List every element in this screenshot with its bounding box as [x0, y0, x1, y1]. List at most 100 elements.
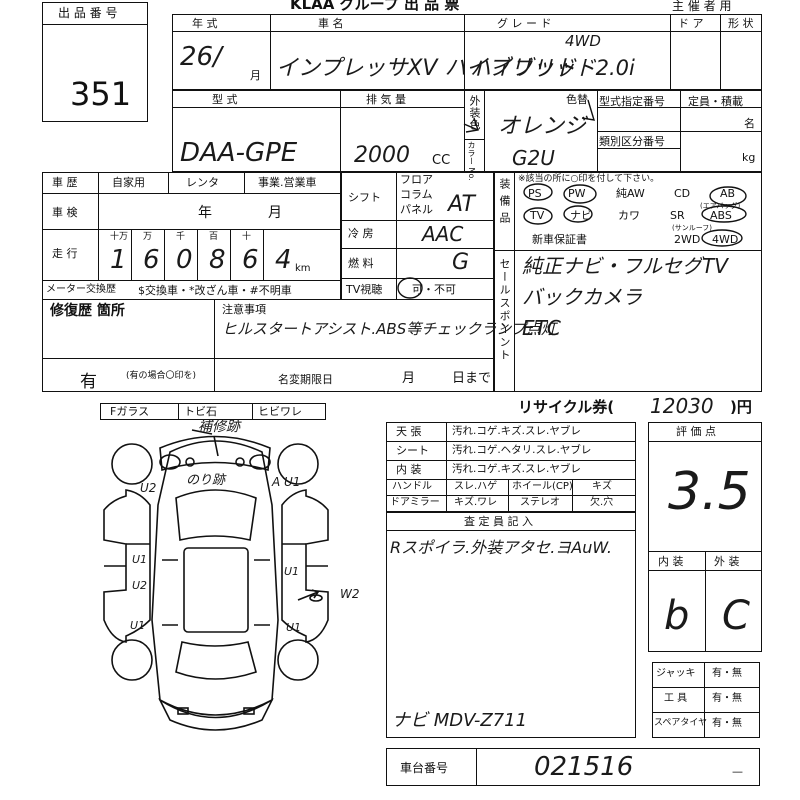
spec-hline-1	[340, 220, 494, 221]
glass-option-chip: トビ石	[184, 405, 217, 418]
fuel-value: G	[452, 250, 470, 275]
tools-label: 工 具	[664, 693, 688, 704]
tools-line-2	[652, 712, 760, 713]
vline-7	[484, 90, 485, 172]
lot-number: 351	[70, 75, 132, 113]
inspector-block	[386, 512, 636, 738]
color-code: G2U	[512, 146, 555, 170]
model-value: DAA-GPE	[180, 138, 298, 168]
meter-options: $交換車・*改ざん車・#不明車	[138, 284, 292, 297]
recycle-amount: 12030	[650, 394, 714, 418]
exterior-label: 外 装	[714, 555, 740, 568]
w2-note: W2	[340, 587, 360, 601]
cond-vline-4	[572, 479, 573, 512]
glass-row	[100, 403, 326, 420]
equipment-item: PW	[568, 187, 586, 200]
door-u1: U1	[284, 565, 300, 578]
sunroof-sub: (サンルーフ)	[672, 224, 713, 232]
mileage-digit: 1	[110, 245, 127, 275]
chassis-row	[386, 748, 760, 786]
auction-title: KLAA グループ 出 品 票	[290, 0, 460, 13]
inspector-label: 査 定 員 記 入	[464, 515, 533, 528]
equipment-block	[494, 172, 762, 392]
equipment-item: 純AW	[616, 187, 645, 200]
recycle-unit: )円	[730, 398, 752, 416]
grade-value: ハイブリッド2.0i	[470, 56, 635, 80]
digit-divider	[164, 229, 165, 280]
cond-vline	[446, 422, 447, 480]
lot-label: 出 品 番 号	[58, 6, 118, 20]
mirror-value: キズ.ワレ	[454, 497, 498, 508]
interior-label: 内 装	[658, 555, 684, 568]
glass-label: Fガラス	[110, 405, 150, 418]
jack-option: 有・無	[712, 668, 742, 679]
navi-model: ナビ MDV-Z711	[392, 710, 528, 731]
vehicle-header-line	[172, 31, 762, 32]
digit-label: 万	[143, 232, 153, 242]
vline-2	[464, 14, 465, 90]
exterior-color-label: 外装色	[468, 95, 481, 131]
cond-vline-2	[446, 479, 447, 512]
mileage-digit: 0	[176, 245, 193, 275]
handle-label: ハンドル	[392, 481, 432, 492]
chassis-label: 車台番号	[400, 761, 449, 775]
spec-block	[340, 172, 494, 300]
door-u1b: U1	[286, 621, 302, 634]
spec-hline-3	[340, 278, 494, 279]
door-label: ド ア	[678, 17, 704, 30]
glue-note: のり跡	[186, 473, 226, 488]
kg-unit: kg	[742, 151, 756, 164]
glass-vline-1	[178, 403, 179, 420]
hist-vline-3	[244, 172, 245, 193]
vline-4	[720, 14, 721, 90]
chassis-vline	[476, 748, 477, 786]
cond-line-2	[386, 460, 636, 461]
month-suffix: 月	[250, 69, 261, 82]
score-vline	[705, 551, 706, 652]
spare-option: 有・無	[712, 718, 742, 729]
year-label: 年 式	[192, 17, 218, 30]
score-value: 3.5	[668, 462, 751, 522]
warranty-label: 新車保証書	[532, 233, 587, 246]
km-unit: km	[295, 263, 311, 274]
mileage-digit: 6	[242, 245, 259, 275]
spec-line-2	[597, 131, 762, 132]
sales-point-1: 純正ナビ・フルセグTV	[522, 254, 728, 278]
shift-value: AT	[448, 192, 475, 217]
equipment-item: AB	[720, 187, 736, 200]
circle-note: (有の場合〇印を)	[126, 371, 197, 381]
mileage-label: 走 行	[52, 247, 78, 260]
sales-point-label: セールスポイント	[498, 258, 511, 362]
equip-2wd: 2WD	[674, 233, 701, 246]
body-label: 形 状	[728, 17, 754, 30]
repair-vline-2	[214, 358, 215, 392]
history-block	[42, 172, 342, 300]
vline-3	[670, 14, 671, 90]
sales-point-3: ETC	[522, 316, 561, 340]
condition-table	[386, 422, 636, 512]
condition-value: 汚れ.コゲ.キズ.スレ.ヤブレ	[452, 425, 581, 437]
spec-line-1	[597, 107, 762, 108]
tools-line-1	[652, 687, 760, 688]
ac-label: 冷 房	[348, 227, 374, 240]
color-no-line	[464, 139, 484, 140]
condition-label: 内 装	[396, 463, 422, 476]
spec-hline-2	[340, 248, 494, 249]
left-u2: U2	[132, 579, 148, 592]
condition-label: シート	[396, 444, 429, 457]
glass-option-crack: ヒビワレ	[258, 405, 302, 418]
inspector-comment: Rスポイラ.外装アタセ.ヨAuW.	[390, 538, 612, 557]
displacement-label: 排 気 量	[366, 93, 406, 106]
vline-1	[270, 14, 271, 90]
cond-line-4	[386, 495, 636, 496]
repair-mark-note: 補修跡	[198, 419, 240, 435]
transfer-label: 名変期限日	[278, 373, 333, 386]
inspector-header-line	[386, 530, 636, 531]
left-u1b: U1	[130, 619, 146, 632]
organizer-label: 主 催 者 用	[672, 0, 732, 13]
cond-vline-3	[508, 479, 509, 512]
shift-opt-panel: パネル	[400, 203, 433, 216]
rental-label: レンタ	[186, 176, 219, 189]
color-change-label: 色替	[566, 93, 588, 106]
